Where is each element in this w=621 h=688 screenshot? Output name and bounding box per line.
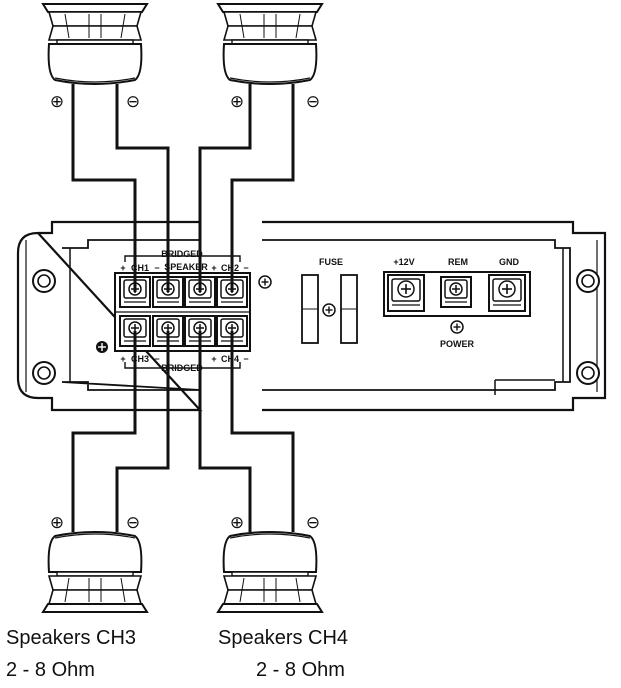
speakers-ch3-caption: Speakers CH3 [6, 627, 137, 649]
fuse-screw-icon [322, 303, 336, 317]
speaker-ch4-positive-terminal-icon: ⊕ [230, 513, 244, 532]
amplifier-panel [61, 239, 571, 391]
mounting-hole-bottom-right [576, 361, 600, 385]
ch3-minus-sign: − [154, 354, 159, 364]
mounting-hole-top-right [576, 269, 600, 293]
rem-label: REM [448, 257, 468, 267]
ch3-label: CH3 [131, 354, 149, 364]
power-terminal-block [383, 271, 531, 317]
speaker-terminal-block [114, 272, 251, 352]
ch1-plus-sign: + [120, 263, 125, 273]
speaker-label: SPEAKER [164, 262, 208, 272]
speakers-ch4-caption: Speakers CH4 [218, 627, 349, 649]
ch2-minus-sign: − [243, 263, 248, 273]
ch2-plus-sign: + [211, 263, 216, 273]
speaker-ch2 [217, 3, 323, 85]
terminal-rem [440, 276, 472, 308]
ch4-plus-sign: + [211, 354, 216, 364]
gnd-label: GND [499, 257, 520, 267]
ch4-minus-sign: − [243, 354, 248, 364]
speaker-ch1-positive-terminal-icon: ⊕ [50, 92, 64, 111]
wire-ch2-negative [230, 84, 295, 292]
screw-icon [258, 275, 272, 289]
speaker-ch2-negative-terminal-icon: ⊖ [306, 92, 320, 111]
wire-ch3-negative [115, 331, 170, 532]
wire-ch2-positive [198, 84, 252, 292]
speaker-ch1 [42, 3, 148, 85]
speaker-ch2-positive-terminal-icon: ⊕ [230, 92, 244, 111]
plus12v-label: +12V [393, 257, 414, 267]
ch3-plus-sign: + [120, 354, 125, 364]
speaker-ch4 [217, 531, 323, 613]
mounting-hole-bottom-left [32, 361, 56, 385]
ch1-minus-sign: − [154, 263, 159, 273]
fuse-label: FUSE [319, 257, 343, 267]
mounting-hole-top-left [32, 269, 56, 293]
speaker-ch4-negative-terminal-icon: ⊖ [306, 513, 320, 532]
ch2-label: CH2 [221, 263, 239, 273]
speaker-ch1-negative-terminal-icon: ⊖ [126, 92, 140, 111]
speakers-ch4-impedance: 2 - 8 Ohm [256, 659, 345, 681]
power-led-icon [450, 320, 464, 334]
wire-ch1-positive [71, 84, 137, 292]
speaker-ch3 [42, 531, 148, 613]
ch1-label: CH1 [131, 263, 149, 273]
bridged-bottom-label: BRIDGED [161, 363, 203, 373]
wire-ch4-positive [198, 331, 252, 532]
amplifier: BRIDGED SPEAKER + CH1 − + CH2 − + CH3 − … [16, 220, 607, 412]
terminal-12v [387, 274, 425, 312]
fuse-holder [301, 274, 358, 344]
ch4-label: CH4 [221, 354, 239, 364]
speaker-ch3-positive-terminal-icon: ⊕ [50, 513, 64, 532]
bridged-top-label: BRIDGED [161, 249, 203, 259]
power-label: POWER [440, 339, 475, 349]
speaker-ch3-negative-terminal-icon: ⊖ [126, 513, 140, 532]
wire-ch3-positive [71, 331, 137, 532]
wire-ch4-negative [230, 331, 295, 532]
speakers-ch3-impedance: 2 - 8 Ohm [6, 659, 95, 681]
terminal-gnd [488, 274, 526, 312]
wire-ch1-negative [115, 84, 170, 292]
